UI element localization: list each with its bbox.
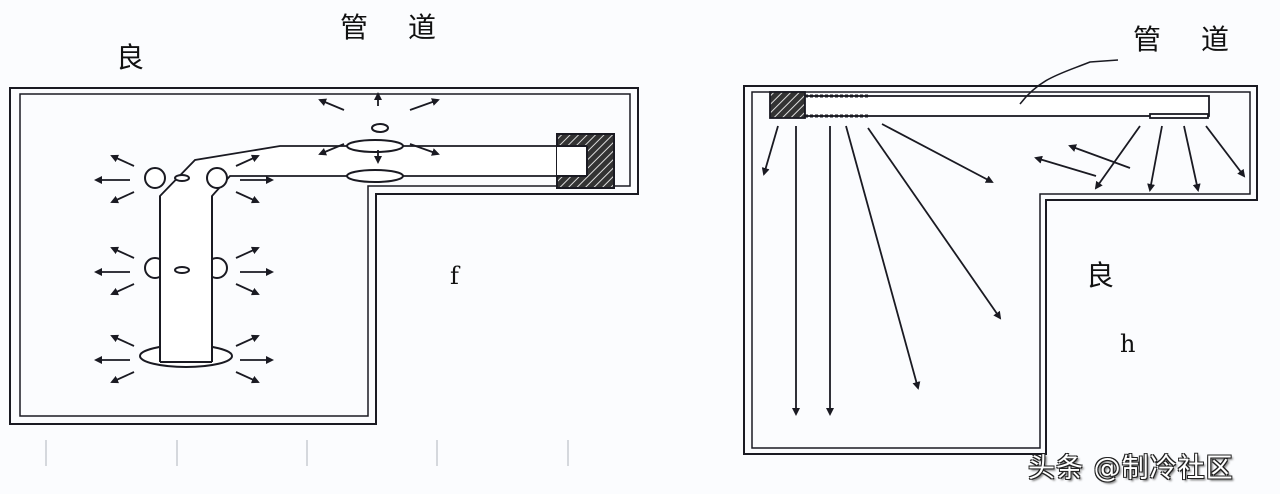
right-room-label: 良 <box>1086 259 1115 292</box>
left-duct-label: 管 道 <box>340 11 443 44</box>
right-diagram-letter: h <box>1120 330 1136 358</box>
left-duct <box>139 123 615 368</box>
left-room-walls <box>9 87 639 425</box>
right-duct-label: 管 道 <box>1133 23 1236 56</box>
left-scale-ticks <box>45 440 569 466</box>
left-room-label: 良 <box>116 41 145 74</box>
right-room-walls <box>743 85 1258 455</box>
watermark: 头条 @制冷社区 <box>1028 453 1234 484</box>
left-diagram-letter: f <box>450 262 459 290</box>
left-airflow-arrows <box>94 92 440 384</box>
right-airflow-arrows <box>761 123 1246 416</box>
right-duct <box>769 59 1210 119</box>
